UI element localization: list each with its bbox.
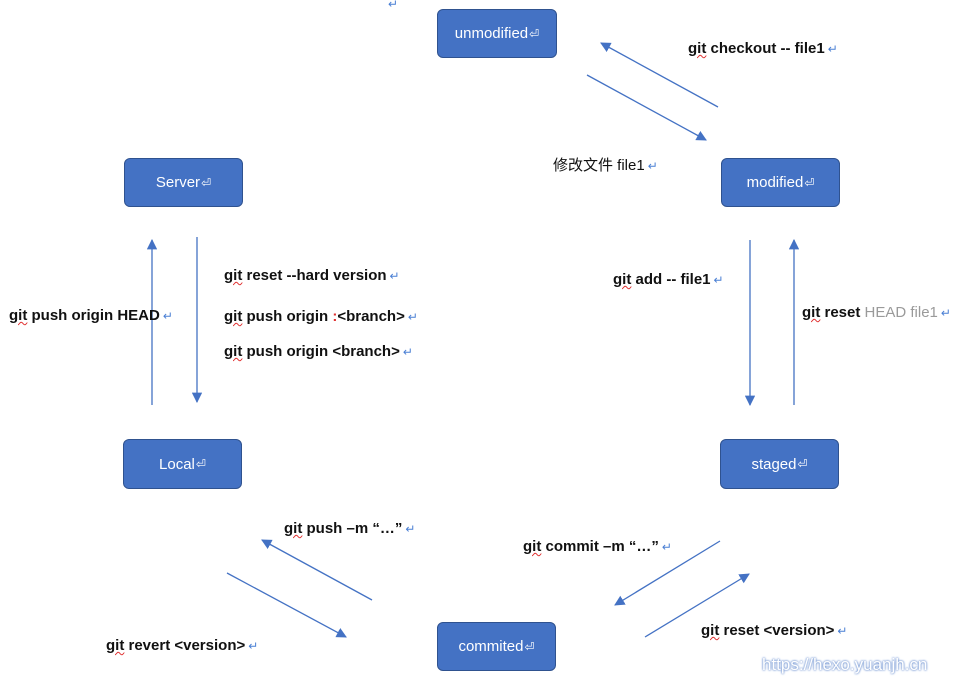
- node-modified-label: modified: [746, 174, 804, 191]
- spellcheck-word: git: [224, 308, 243, 325]
- spellcheck-word: git: [224, 343, 243, 360]
- node-local[interactable]: Local⏎: [123, 439, 242, 489]
- label-git-reset-hard: git reset --hard version↵: [224, 267, 400, 284]
- spellcheck-word: git: [688, 40, 707, 57]
- label-git-add: git add -- file1↵: [613, 271, 724, 288]
- top-paragraph-mark: ↵: [388, 0, 399, 11]
- label-git-push-delete-branch: git push origin :<branch>↵: [224, 308, 418, 325]
- spellcheck-word: git: [701, 622, 720, 639]
- arrow-unmodified-to-modified: [586, 74, 707, 141]
- spellcheck-word: git: [106, 637, 125, 654]
- node-staged-label: staged: [751, 455, 797, 473]
- label-modify-file: 修改文件 file1↵: [553, 157, 658, 174]
- node-unmodified[interactable]: unmodified⏎: [437, 9, 557, 58]
- label-git-commit: git commit –m “…”↵: [523, 538, 672, 555]
- spellcheck-word: git: [284, 520, 303, 537]
- arrow-commited-to-staged: [644, 573, 750, 638]
- spellcheck-word: git: [523, 538, 542, 555]
- label-git-push-origin-head: git push origin HEAD↵: [9, 307, 173, 324]
- node-commited-label: commited: [458, 638, 524, 655]
- label-git-revert: git revert <version>↵: [106, 637, 259, 654]
- label-git-reset-head: git reset HEAD file1↵: [802, 304, 951, 321]
- node-local-label: Local: [159, 455, 195, 473]
- node-modified[interactable]: modified⏎: [721, 158, 840, 207]
- arrow-modified-to-unmodified: [600, 42, 719, 108]
- node-server[interactable]: Server⏎: [124, 158, 243, 207]
- watermark-url: https://hexo.yuanjh.cn: [762, 655, 928, 674]
- spellcheck-word: git: [224, 267, 243, 284]
- label-git-push-branch: git push origin <branch>↵: [224, 343, 413, 360]
- node-unmodified-label: unmodified: [454, 25, 529, 42]
- arrow-commited-to-local: [261, 539, 373, 601]
- label-git-reset-version: git reset <version>↵: [701, 622, 848, 639]
- spellcheck-word: git: [802, 304, 821, 321]
- node-server-label: Server: [155, 174, 201, 191]
- label-git-push-m: git push –m “…”↵: [284, 520, 416, 537]
- arrow-staged-to-commited: [614, 540, 721, 606]
- arrow-local-to-commited: [226, 572, 347, 638]
- node-staged[interactable]: staged⏎: [720, 439, 839, 489]
- spellcheck-word: git: [9, 307, 28, 324]
- label-git-checkout: git checkout -- file1↵: [688, 40, 838, 57]
- spellcheck-word: git: [613, 271, 632, 288]
- node-commited[interactable]: commited⏎: [437, 622, 556, 671]
